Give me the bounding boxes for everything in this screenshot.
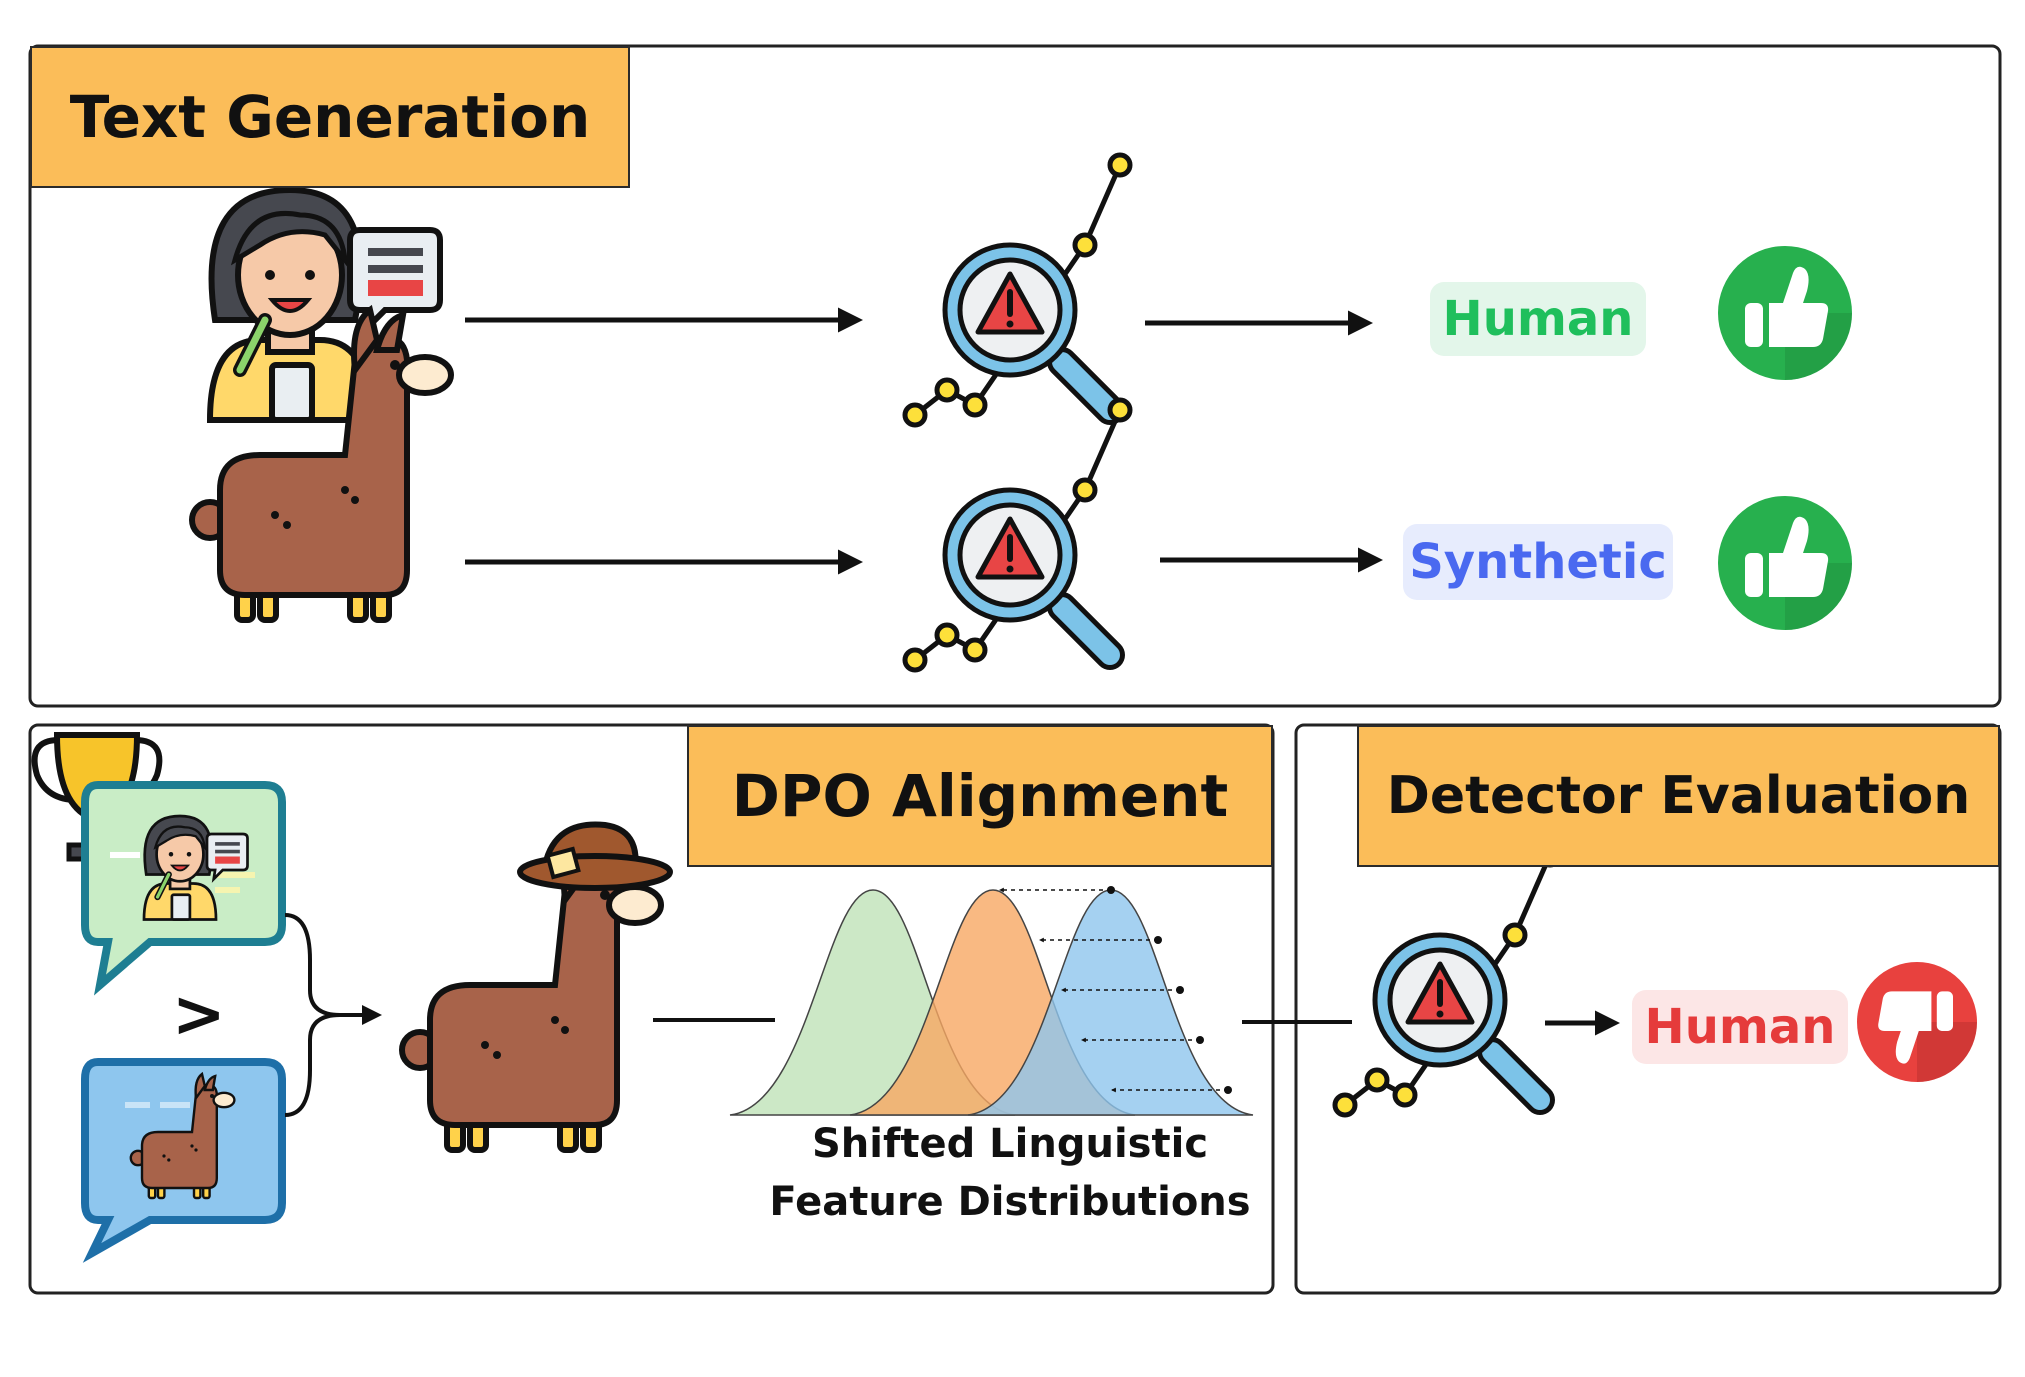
detector-magnifier-icon [905, 155, 1130, 425]
connector-preferred [284, 913, 382, 1025]
distribution-caption: Shifted Linguistic Feature Distributions [745, 1115, 1275, 1231]
human-label: Human [1442, 291, 1634, 347]
detective-llama-icon [402, 821, 673, 1151]
text-generation-header: Text Generation [30, 46, 630, 188]
preference-symbol: > [172, 978, 226, 1052]
thumbs-up-icon [1718, 246, 1852, 380]
caption-line-1: Shifted Linguistic [811, 1121, 1209, 1167]
human-misclassified-label: Human [1644, 999, 1836, 1055]
human-misclassified-label-pill: Human [1632, 990, 1848, 1064]
detector-magnifier-icon [1335, 845, 1560, 1115]
detector-magnifier-icon [905, 400, 1130, 670]
dpo-alignment-header: DPO Alignment [687, 725, 1273, 867]
shifted-distributions-chart [729, 886, 1254, 1116]
synthetic-label: Synthetic [1409, 534, 1667, 590]
synthetic-label-pill: Synthetic [1403, 524, 1673, 600]
connector-rejected [284, 1013, 341, 1117]
thumbs-down-icon [1857, 962, 1977, 1082]
human-label-pill: Human [1430, 282, 1646, 356]
caption-line-2: Feature Distributions [769, 1179, 1251, 1225]
dpo-alignment-panel [28, 723, 1275, 1295]
detector-evaluation-title: Detector Evaluation [1386, 766, 1971, 826]
text-generation-title: Text Generation [69, 83, 591, 151]
detector-evaluation-header: Detector Evaluation [1357, 725, 2000, 867]
dpo-alignment-title: DPO Alignment [731, 762, 1229, 830]
text-generation-panel [28, 44, 2002, 708]
thumbs-up-icon [1718, 496, 1852, 630]
